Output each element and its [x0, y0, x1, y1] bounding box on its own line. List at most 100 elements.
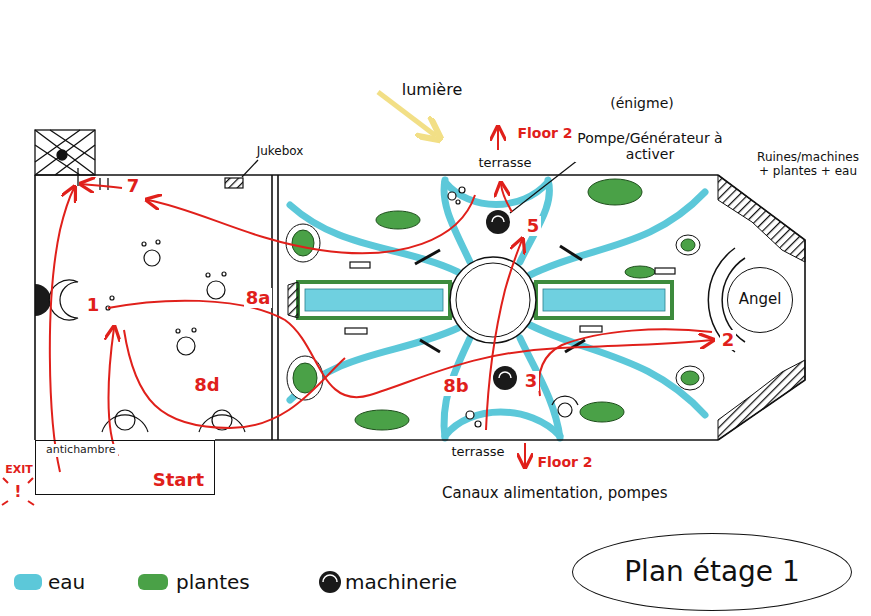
hall-furniture	[350, 262, 370, 268]
machinery-symbol	[493, 366, 517, 390]
ruins-hatching	[718, 360, 805, 440]
room-furniture	[115, 410, 135, 430]
route-arrow	[108, 301, 712, 398]
start-label: Start	[151, 470, 206, 491]
central-basin	[288, 282, 298, 318]
stairwell	[77, 168, 78, 186]
plant-bed	[287, 356, 323, 400]
wall	[718, 175, 805, 440]
room-furniture	[156, 240, 160, 244]
plant-bed	[676, 235, 700, 255]
room-furniture	[199, 415, 245, 432]
wall	[215, 439, 718, 441]
channel-note: Canaux alimentation, pompes	[440, 485, 700, 502]
route-arrow	[124, 330, 345, 428]
legend-swatch	[138, 574, 168, 590]
floor-link: Floor 2	[515, 125, 574, 141]
plant-bed	[681, 371, 699, 385]
boss-circle: Angel	[727, 267, 794, 334]
route-arrow	[82, 184, 122, 188]
hall-furniture	[345, 328, 367, 334]
plant-bed	[286, 224, 320, 262]
terrace-label: terrasse	[449, 445, 506, 460]
route-arrow	[486, 240, 522, 430]
stairwell	[57, 150, 67, 160]
central-basin	[450, 257, 536, 343]
legend-swatch	[14, 574, 42, 590]
route-arrow	[109, 328, 119, 456]
plant-bed	[286, 179, 704, 430]
plant-bed	[376, 211, 420, 229]
plant-bed	[292, 230, 314, 256]
central-basin	[456, 263, 530, 337]
plant-bed	[355, 410, 409, 430]
callout-number: 8b	[441, 376, 470, 397]
wall	[35, 175, 805, 440]
title-ellipse: Plan étage 1	[572, 533, 852, 611]
hall-furniture	[552, 396, 578, 405]
floor-link: Floor 2	[535, 454, 594, 470]
hall-furniture	[456, 200, 460, 204]
machinery-symbol	[35, 284, 51, 316]
plant-bed	[681, 239, 695, 251]
plan-title: Plan étage 1	[622, 556, 802, 588]
room-furniture	[142, 242, 146, 246]
stairwell	[99, 178, 100, 190]
room-furniture	[225, 178, 243, 188]
puzzle-note: (énigme)	[608, 95, 675, 111]
plant-bed	[588, 179, 642, 205]
machinery-symbol	[486, 210, 510, 234]
hall-furniture	[459, 187, 465, 193]
callout-number: 7	[125, 176, 142, 197]
legend-text: eau	[48, 571, 85, 594]
callout-number: 8a	[244, 288, 273, 309]
stairwell	[35, 130, 95, 175]
callout-number: 5	[525, 216, 542, 237]
hall-furniture	[466, 411, 474, 419]
room-furniture	[176, 329, 180, 333]
plant-bed	[580, 402, 624, 422]
central-basin	[298, 282, 450, 318]
room-furniture	[207, 281, 225, 299]
route-arrow	[148, 195, 475, 253]
room-furniture	[144, 250, 160, 266]
machinery-symbol	[35, 210, 517, 593]
antechamber-box: antichambreStart	[35, 440, 215, 495]
route-arrow	[501, 184, 512, 212]
hall-furniture	[420, 340, 440, 352]
wall	[34, 175, 36, 440]
route-arrow	[497, 128, 499, 150]
light-note: lumière	[400, 81, 465, 99]
machinery-symbol	[492, 216, 504, 222]
central-basin	[543, 289, 665, 311]
machinery-symbol	[499, 372, 511, 378]
terrace-label: terrasse	[476, 156, 533, 171]
ruins-hatching	[718, 175, 805, 262]
room-furniture	[206, 273, 210, 277]
room-furniture	[222, 272, 226, 276]
room-furniture	[110, 296, 114, 300]
route-arrow	[539, 329, 712, 396]
room-furniture	[192, 328, 196, 332]
plant-bed	[676, 366, 704, 390]
callout-number: 2	[720, 330, 737, 351]
stairwell	[35, 130, 95, 175]
room-furniture	[49, 280, 78, 320]
callout-number: 8d	[192, 375, 221, 396]
callout-number: 3	[523, 371, 540, 392]
route-arrow	[50, 188, 74, 472]
hall-furniture	[415, 250, 440, 264]
hall-furniture	[475, 421, 481, 427]
water-channel	[445, 412, 560, 436]
central-basin	[536, 282, 672, 318]
room-furniture	[177, 337, 195, 355]
callout-number: 1	[85, 295, 102, 316]
ruins-note: Ruines/machines + plantes + eau	[750, 151, 866, 179]
hall-furniture	[655, 268, 675, 274]
water-channel	[530, 325, 705, 415]
central-basin	[305, 289, 443, 311]
water-channel	[290, 180, 705, 438]
water-channel	[445, 182, 548, 205]
machinery-symbol	[319, 571, 341, 593]
legend-text: machinerie	[345, 571, 457, 594]
